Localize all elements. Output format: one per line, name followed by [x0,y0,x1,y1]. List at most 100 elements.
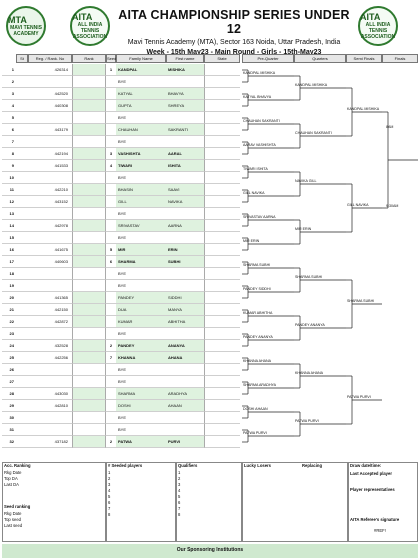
family-name: BYE [116,172,166,184]
state-cell [204,328,240,340]
winner-label: SHARMA SUBHI [347,299,375,303]
state-cell [204,412,240,424]
top-da-label: Top DA [4,476,18,481]
family-name: BYE [116,376,166,388]
seed-slot-number: 6 [108,500,111,505]
family-name: BYE [116,112,166,124]
seed-slot-number: 3 [108,482,111,487]
rkg-date2-label: Rkg Date [4,511,22,516]
rank-cell [72,196,106,208]
col-rank: Rank [72,54,106,63]
last-seed-label: Last seed [4,523,23,528]
first-name: AHANA [166,352,204,364]
winner-label: PATWA PURVI [347,395,371,399]
draw-sheet: St Reg. / Rank. No Rank Seed Family Name… [2,54,418,459]
sponsor-text: Our Sponsoring Institutions [176,547,244,553]
status-cell [16,424,28,436]
seed-number [106,100,116,112]
draw-position: 5 [2,112,16,124]
first-name: NAVIKA [166,196,204,208]
first-name [166,412,204,424]
state-cell [204,232,240,244]
state-cell [204,64,240,76]
seed-number [106,280,116,292]
page-title: AITA CHAMPIONSHIP SERIES UNDER 12 [118,8,350,36]
winner-label: CHAUHAN SAKRANTI [243,119,280,123]
winner-label: DOSHI AHAAN [243,407,268,411]
family-name: SRIVASTAV [116,220,166,232]
family-name: PATWA [116,436,166,448]
first-name: MISHIKA [166,64,204,76]
seed-number [106,412,116,424]
family-name: SHARMA [116,256,166,268]
rank-cell [72,436,106,448]
seed-number [106,112,116,124]
col-round2: Quarters [294,54,346,63]
draw-position: 24 [2,340,16,352]
rank-cell [72,160,106,172]
seed-number: 7 [106,352,116,364]
family-name: BYE [116,412,166,424]
reg-number [28,76,72,88]
state-cell [204,88,240,100]
first-name [166,112,204,124]
state-cell [204,172,240,184]
seed-slot-number: 2 [108,476,111,481]
draw-position: 29 [2,400,16,412]
draw-position: 26 [2,364,16,376]
winner-label: KHANNA AHANA [295,371,323,375]
state-cell [204,196,240,208]
seed-slot-number: 8 [108,512,111,517]
family-name: SHARMA [116,388,166,400]
status-cell [16,340,28,352]
status-cell [16,172,28,184]
rank-cell [72,280,106,292]
reg-number: 426314 [28,64,72,76]
qualifier-slot-number: 5 [178,494,181,499]
status-cell [16,436,28,448]
winner-label: TIWARI ISHITA [243,167,268,171]
status-cell [16,160,28,172]
draw-position: 6 [2,124,16,136]
family-name: BHASIN [116,184,166,196]
col-round1: Pre-Quarter [242,54,294,63]
reg-number: 442520 [28,88,72,100]
winner-label: KHANNA AHANA [243,359,271,363]
draw-position: 30 [2,412,16,424]
reg-number: 440308 [28,100,72,112]
state-cell [204,184,240,196]
winner-label: SRIVASTAV AARNA [243,215,276,219]
seeded-box [106,462,176,542]
reg-number [28,364,72,376]
winner-label: GILL NAVIKA [347,203,369,207]
first-name: SIDDHI [166,292,204,304]
reg-number [28,280,72,292]
seed-number [106,232,116,244]
first-name: ANANYA [166,340,204,352]
seed-number [106,292,116,304]
rank-cell [72,352,106,364]
draw-position: 32 [2,436,16,448]
title-block: AITA CHAMPIONSHIP SERIES UNDER 12 Mavi T… [118,8,350,56]
rank-cell [72,220,106,232]
draw-position: 15 [2,232,16,244]
family-name: BYE [116,76,166,88]
draw-position: 3 [2,88,16,100]
col-round3: Semi Finals [346,54,382,63]
winner-label: KANDPAL MISHIKA [243,71,276,75]
first-name: PURVI [166,436,204,448]
rank-cell [72,328,106,340]
winner-label: KUMAR ABHITHA [243,311,273,315]
family-name: KANDPAL [116,64,166,76]
seed-number [106,364,116,376]
qualifiers-header: Qualifiers [178,463,198,468]
first-name: BHAVYA [166,88,204,100]
first-name [166,424,204,436]
